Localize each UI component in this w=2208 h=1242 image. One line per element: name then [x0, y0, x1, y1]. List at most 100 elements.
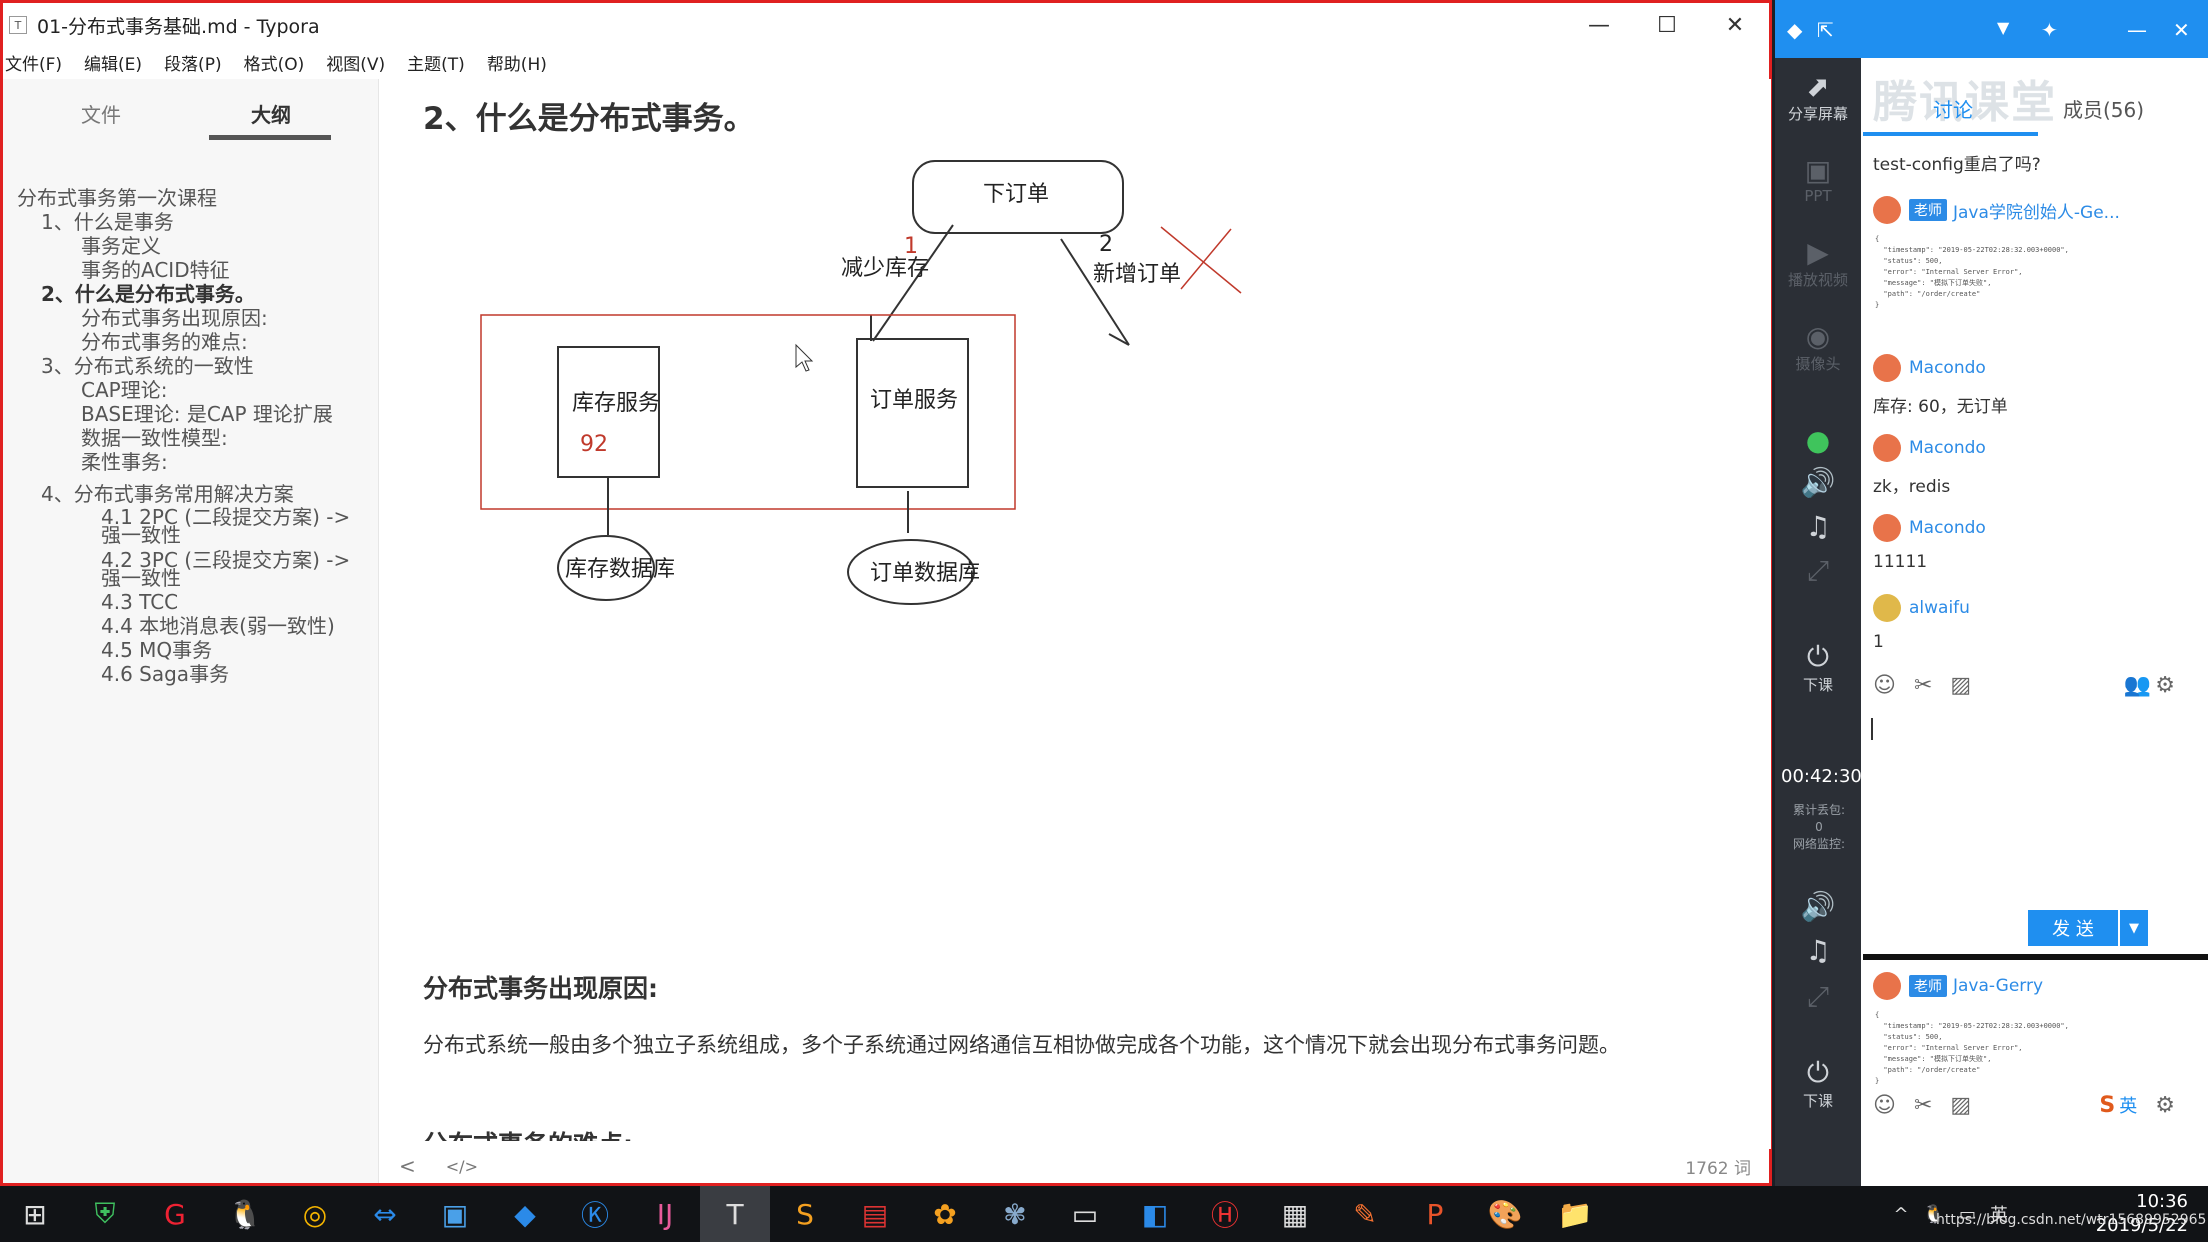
tab-files[interactable]: 文件 — [81, 103, 121, 127]
typora-icon[interactable]: T — [700, 1186, 770, 1242]
g-app-icon[interactable]: G — [164, 1197, 186, 1231]
chat-user-teacher[interactable]: 老师 Java学院创始人-Ge... — [1873, 196, 2120, 224]
play-video-button[interactable]: ▶ 播放视频 — [1775, 236, 1861, 290]
outline-item[interactable]: 2、什么是分布式事务。 — [41, 282, 255, 306]
outline-item[interactable]: 1、什么是事务 — [41, 210, 174, 234]
terminal-icon[interactable]: ▭ — [1071, 1197, 1099, 1231]
title-bar[interactable]: T 01-分布式事务基础.md - Typora — ☐ ✕ — [3, 3, 1769, 47]
outline-item[interactable]: 4.6 Saga事务 — [101, 662, 230, 686]
pen-icon[interactable]: ✎ — [1353, 1197, 1377, 1231]
microphone-button[interactable]: ● — [1775, 424, 1861, 457]
scissors-icon[interactable]: ✂ — [1913, 1092, 1933, 1118]
chat-user[interactable]: alwaifu — [1873, 594, 1970, 622]
maximize-button[interactable]: ☐ — [1657, 12, 1677, 38]
settings-icon[interactable]: ⚙ — [2155, 672, 2175, 698]
outline-item[interactable]: 数据一致性模型: — [81, 426, 228, 450]
tray-qq-icon[interactable]: 🐧 — [1922, 1203, 1945, 1225]
teamviewer-icon[interactable]: ⇔ — [373, 1197, 397, 1231]
ime-language[interactable]: 英 — [2119, 1096, 2138, 1117]
paint-icon[interactable]: ✿ — [933, 1197, 957, 1231]
outline-item[interactable]: 事务定义 — [81, 234, 161, 258]
menu-paragraph[interactable]: 段落(P) — [164, 54, 222, 75]
tab-members[interactable]: 成员(56) — [2063, 98, 2145, 122]
sogou-ime-icon[interactable]: S — [2099, 1092, 2116, 1118]
redis-icon[interactable]: ▤ — [861, 1197, 889, 1231]
tray-network-icon[interactable]: ▭ — [1958, 1203, 1976, 1225]
chat-user[interactable]: Macondo — [1873, 354, 1986, 382]
virtualbox-icon[interactable]: ▣ — [441, 1197, 469, 1231]
camera-button[interactable]: ◉ 摄像头 — [1775, 320, 1861, 374]
outline-item[interactable]: 3、分布式系统的一致性 — [41, 354, 254, 378]
outline-item[interactable]: CAP理论: — [81, 378, 168, 402]
music-button[interactable]: ♫ — [1775, 510, 1861, 543]
close-button[interactable]: ✕ — [1725, 12, 1745, 38]
tray-expand-icon[interactable]: ^ — [1893, 1203, 1909, 1225]
outline-item[interactable]: 分布式事务出现原因: — [81, 306, 268, 330]
outline-item[interactable]: 分布式事务第一次课程 — [17, 186, 217, 210]
speaker-button[interactable]: 🔊 — [1775, 890, 1861, 923]
editor-area[interactable]: 2、什么是分布式事务。 下订单 1 减少库存 2 新增订单 — [381, 79, 1771, 1149]
start-button[interactable]: ⊞ — [23, 1197, 47, 1231]
source-code-toggle-button[interactable]: </> — [445, 1156, 478, 1176]
music-button[interactable]: ♫ — [1775, 934, 1861, 967]
minimize-icon[interactable]: — — [2127, 18, 2147, 42]
fullscreen-button[interactable]: ⤢ — [1775, 554, 1861, 588]
menu-edit[interactable]: 编辑(E) — [84, 54, 143, 75]
tray-ime-icon[interactable]: 英 — [1990, 1205, 2008, 1226]
menu-view[interactable]: 视图(V) — [326, 54, 386, 75]
outline-item[interactable]: 4.2 3PC (三段提交方案) -> — [101, 548, 351, 572]
send-button[interactable]: 发 送 — [2028, 910, 2118, 946]
chat-user-teacher[interactable]: 老师 Java-Gerry — [1873, 972, 2043, 1000]
tab-discussion[interactable]: 讨论 — [1933, 98, 1973, 122]
chrome-icon[interactable]: ◎ — [302, 1197, 328, 1231]
outline-item[interactable]: 事务的ACID特征 — [81, 258, 230, 282]
end-class-button[interactable]: ⏻ 下课 — [1775, 1056, 1861, 1111]
tencent-classroom-icon[interactable]: ◆ — [514, 1197, 536, 1231]
tab-outline[interactable]: 大纲 — [251, 103, 291, 127]
scissors-icon[interactable]: ✂ — [1913, 672, 1933, 698]
outline-item[interactable]: 4、分布式事务常用解决方案 — [41, 482, 294, 506]
chat-user[interactable]: Macondo — [1873, 514, 1986, 542]
fullscreen-button[interactable]: ⤢ — [1775, 980, 1861, 1014]
menu-help[interactable]: 帮助(H) — [486, 54, 547, 75]
outline-item[interactable]: BASE理论: 是CAP 理论扩展 — [81, 402, 333, 426]
file-explorer-icon[interactable]: 📁 — [1557, 1197, 1593, 1231]
chat-user[interactable]: Macondo — [1873, 434, 1986, 462]
outline-item[interactable]: 柔性事务: — [81, 450, 168, 474]
dropdown-icon[interactable]: ▼ — [1997, 18, 2010, 37]
minimize-button[interactable]: — — [1588, 12, 1610, 38]
text-input-cursor[interactable] — [1871, 718, 1873, 740]
h-app-icon[interactable]: Ⓗ — [1210, 1199, 1239, 1232]
screenshot-icon[interactable]: ▦ — [1281, 1197, 1309, 1231]
end-class-button[interactable]: ⏻ 下课 — [1775, 640, 1861, 695]
send-options-button[interactable]: ▼ — [2120, 910, 2148, 946]
menu-format[interactable]: 格式(O) — [243, 54, 305, 75]
window-app-icon[interactable]: ◧ — [1141, 1197, 1169, 1231]
outline-item[interactable]: 分布式事务的难点: — [81, 330, 248, 354]
security-shield-icon[interactable]: ⛨ — [94, 1197, 116, 1230]
snipaste-icon[interactable]: ✾ — [1003, 1197, 1027, 1231]
k-app-icon[interactable]: Ⓚ — [580, 1199, 609, 1232]
outline-item[interactable]: 4.4 本地消息表(弱一致性) — [101, 614, 335, 638]
sublime-icon[interactable]: S — [796, 1197, 814, 1231]
outline-item[interactable]: 强一致性 — [101, 566, 181, 590]
system-clock[interactable]: 10:36 2019/5/22 — [2096, 1190, 2188, 1238]
emoji-icon[interactable]: ☺ — [1873, 672, 1896, 698]
word-count[interactable]: 1762 词 — [1685, 1158, 1751, 1179]
pin-icon[interactable]: ✦ — [2041, 18, 2058, 42]
close-icon[interactable]: ✕ — [2173, 18, 2190, 42]
outline-item[interactable]: 4.3 TCC — [101, 590, 179, 614]
user-manage-icon[interactable]: 👥 — [2123, 672, 2152, 698]
outline-item[interactable]: 强一致性 — [101, 523, 181, 547]
intellij-icon[interactable]: IJ — [656, 1197, 674, 1231]
drawing-icon[interactable]: 🎨 — [1487, 1197, 1523, 1231]
image-icon[interactable]: ▨ — [1950, 1092, 1972, 1118]
outline-item[interactable]: 4.5 MQ事务 — [101, 638, 213, 662]
powerpoint-icon[interactable]: P — [1426, 1197, 1444, 1231]
share-screen-button[interactable]: ⬈ 分享屏幕 — [1775, 70, 1861, 124]
menu-theme[interactable]: 主题(T) — [407, 54, 465, 75]
sidebar-toggle-button[interactable]: < — [399, 1154, 416, 1178]
qq-icon[interactable]: 🐧 — [227, 1197, 263, 1231]
outline-item[interactable]: 4.1 2PC (二段提交方案) -> — [101, 505, 351, 529]
settings-icon[interactable]: ⚙ — [2155, 1092, 2175, 1118]
